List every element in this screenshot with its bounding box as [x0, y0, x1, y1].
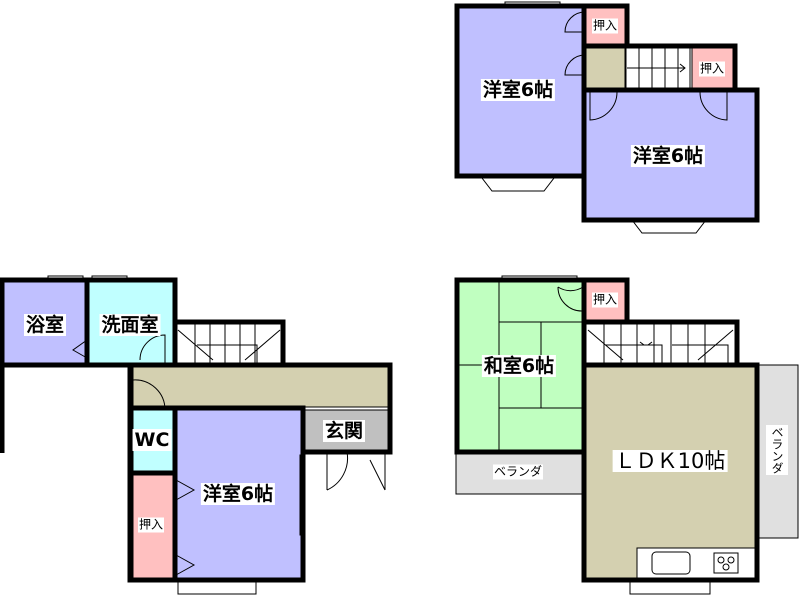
entrance-label: 玄関: [322, 420, 366, 442]
ldk-stairs: [585, 323, 736, 365]
bedroom-label: 洋室6帖: [200, 483, 276, 505]
bath-label: 浴室: [23, 314, 67, 336]
washroom-label: 洗面室: [99, 314, 161, 336]
ldk-label: ＬＤＫ10帖: [612, 449, 728, 473]
upper-closet-2-label: 押入: [698, 61, 726, 77]
lower-stairs: [176, 323, 283, 365]
hallway: [132, 366, 389, 408]
lower-closet-label: 押入: [137, 517, 165, 533]
japanese-room-label: 和室6帖: [481, 355, 557, 377]
veranda-east-label: ベランダ: [766, 425, 788, 475]
upper-closet-1-label: 押入: [591, 18, 619, 34]
stove: [713, 552, 739, 574]
upper-landing: [584, 47, 626, 89]
sink: [651, 551, 691, 575]
ldk: [585, 366, 756, 579]
wc-label: WC: [132, 429, 172, 451]
lower-closet-2-label: 押入: [591, 292, 619, 308]
upper-east-room-label: 洋室6帖: [630, 145, 706, 167]
upper-west-room-label: 洋室6帖: [480, 79, 556, 101]
veranda-south-label: ベランダ: [492, 464, 544, 480]
